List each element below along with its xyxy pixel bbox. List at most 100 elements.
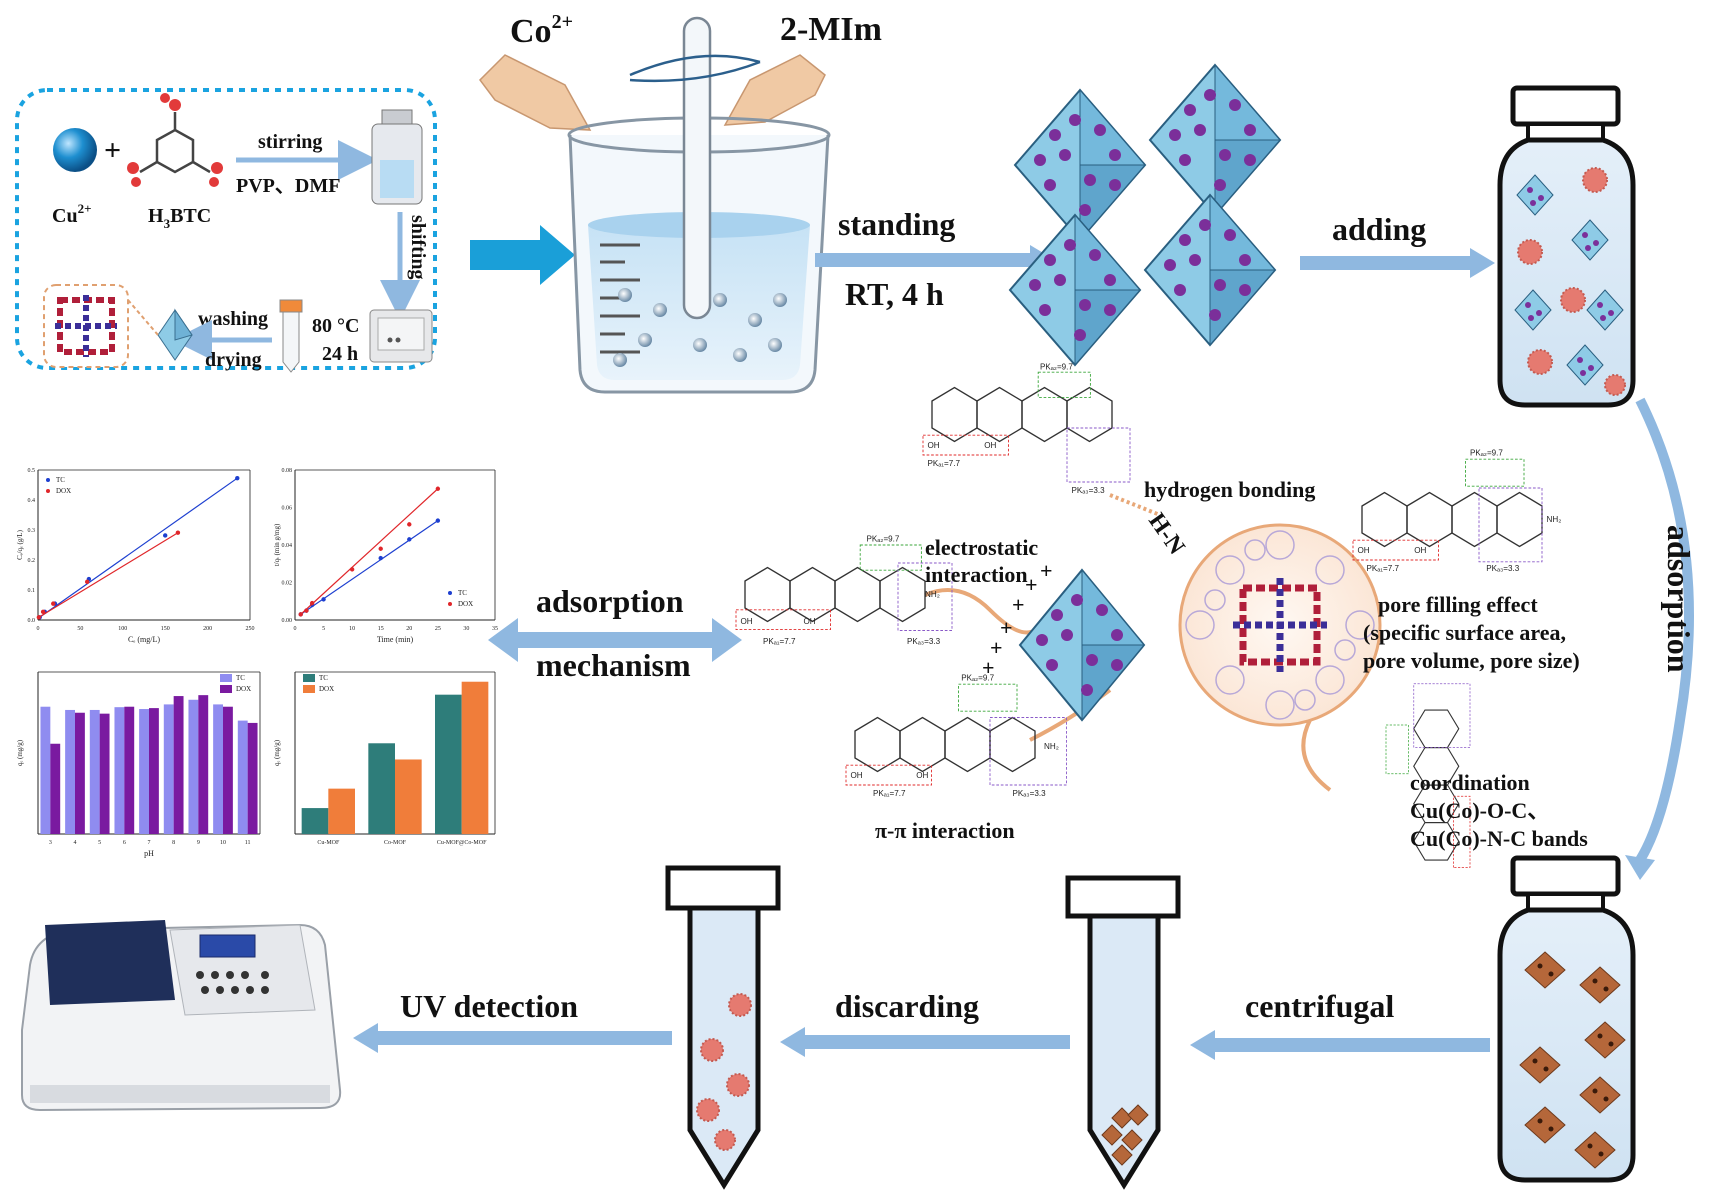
centrifuge-tube-sediment <box>1065 875 1181 1190</box>
temperature-label: 80 °C <box>312 315 359 337</box>
x-tick-label: 0 <box>37 626 40 632</box>
bar-tc <box>89 709 100 834</box>
discarding-label: discarding <box>835 988 979 1024</box>
solvents-label: PVP、DMF <box>236 175 340 197</box>
x-tick-label: 50 <box>77 626 83 632</box>
adding-arrowhead <box>1470 248 1495 278</box>
oven-icon <box>369 309 433 363</box>
pore-filling-label-line2: (specific surface area, <box>1363 620 1566 645</box>
hn-label: H-N <box>1143 509 1190 560</box>
y-tick-label: 0.3 <box>28 528 36 534</box>
svg-text:PKₐ₃=3.3: PKₐ₃=3.3 <box>1072 486 1106 495</box>
bar-dox <box>173 696 184 834</box>
centrifuge-tube-supernatant <box>665 865 781 1190</box>
standing-label: standing <box>838 206 955 242</box>
legend-marker <box>448 591 452 595</box>
svg-text:PKₐ₁=7.7: PKₐ₁=7.7 <box>1367 564 1400 573</box>
svg-text:PKₐ₃=3.3: PKₐ₃=3.3 <box>907 637 941 646</box>
data-point-tc <box>235 475 240 481</box>
rotation-arrow-icon <box>629 54 761 83</box>
y-axis-label: t/qₜ (min g/mg) <box>273 523 281 566</box>
svg-text:+: + <box>1025 572 1038 597</box>
x-tick-label: 9 <box>197 840 200 846</box>
centrifugal-arrowhead <box>1190 1030 1215 1060</box>
octahedron-3 <box>1008 213 1142 367</box>
x-tick-label: 25 <box>435 626 441 632</box>
co-mof-octahedra <box>1008 63 1282 367</box>
hydrogen-bond-dots <box>1109 493 1161 517</box>
x-tick-label: Co-MOF <box>384 840 407 846</box>
cu-ion-sphere <box>53 128 97 172</box>
legend-label: DOX <box>236 685 251 693</box>
cu-mof-framework-icon <box>55 295 117 357</box>
adsorption-label: adsorption <box>1661 525 1697 673</box>
bar-dox <box>149 708 159 834</box>
svg-text:OH: OH <box>851 771 863 780</box>
x-tick-label: Cu-MOF <box>317 840 340 846</box>
bar-tc <box>139 709 149 834</box>
legend-label: DOX <box>458 600 473 608</box>
uv-detection-label: UV detection <box>400 988 578 1024</box>
y-tick-label: 0.02 <box>282 581 293 587</box>
time-label: 24 h <box>322 343 358 365</box>
x-axis-label: pH <box>144 849 154 858</box>
vial-with-mof-and-drug <box>1497 85 1636 408</box>
bar-dox <box>50 743 61 834</box>
data-point-dox <box>349 567 355 572</box>
electrostatic-label-line2: interaction <box>925 562 1028 587</box>
svg-text:+: + <box>990 635 1003 660</box>
data-point-tc <box>321 597 326 602</box>
octahedron-2 <box>1148 63 1282 217</box>
stirring-rod <box>682 16 712 320</box>
co-ion-label: Co2+ <box>510 11 573 50</box>
bar-dox <box>124 706 135 834</box>
fit-line-dox <box>300 488 439 615</box>
tetracycline-molecule-rotated <box>1385 683 1471 868</box>
x-tick-label: 20 <box>406 626 412 632</box>
legend-label: DOX <box>56 487 71 495</box>
x-tick-label: 6 <box>123 840 126 846</box>
data-point-tc <box>163 533 168 538</box>
pore-filling-label-line1: pore filling effect <box>1378 592 1538 617</box>
mim-label: 2-MIm <box>780 11 882 48</box>
octahedron-4 <box>1143 193 1277 347</box>
positive-charges: ++++++ <box>982 558 1053 680</box>
pore-filling-label-line3: pore volume, pore size) <box>1363 648 1580 673</box>
synthesis-panel: Cu2+ + H3BTC stirring PVP、DMF shifting 8… <box>15 88 437 373</box>
svg-text:OH: OH <box>928 441 940 450</box>
mim-arrow <box>723 54 826 126</box>
mechanism-label-line1: adsorption <box>536 583 684 619</box>
svg-text:+: + <box>1000 615 1013 640</box>
x-tick-label: Cu-MOF@Co-MOF <box>437 840 487 846</box>
svg-text:OH: OH <box>1414 546 1426 555</box>
bar-tc <box>65 709 75 834</box>
x-tick-label: 200 <box>203 626 212 632</box>
svg-text:OH: OH <box>984 441 996 450</box>
bar-tc <box>237 720 248 834</box>
fit-line-dox <box>38 532 179 618</box>
x-tick-label: 7 <box>148 840 151 846</box>
svg-text:PKₐ₁=7.7: PKₐ₁=7.7 <box>873 789 906 798</box>
washing-label: washing <box>198 308 268 330</box>
rt-label: RT, 4 h <box>845 276 944 312</box>
fit-line-tc <box>39 477 238 618</box>
data-point-dox <box>36 615 42 620</box>
vial-after-adsorption <box>1497 855 1636 1183</box>
bar-tc <box>163 704 174 834</box>
y-axis-label: Cₑ/qₑ (g/L) <box>16 529 24 560</box>
bar-dox <box>247 722 258 834</box>
data-point-dox <box>40 609 46 615</box>
data-point-tc <box>378 555 383 561</box>
stirring-label: stirring <box>258 131 322 153</box>
x-axis-label: Time (min) <box>377 635 414 644</box>
bar-dox <box>461 681 489 834</box>
adsorption-curved-arrow <box>1635 397 1694 863</box>
data-point-tc <box>407 537 412 542</box>
chart-bg <box>18 460 260 650</box>
